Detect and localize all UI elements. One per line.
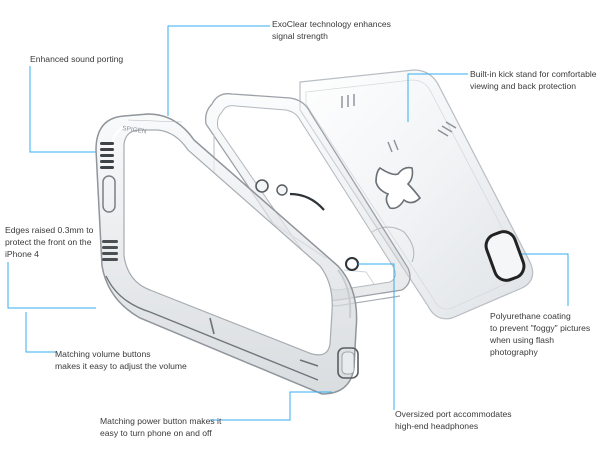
sound-port-grille bbox=[100, 142, 114, 169]
callout-sound-porting: Enhanced sound porting bbox=[30, 54, 124, 64]
power-button bbox=[337, 347, 359, 379]
leader-power-button bbox=[210, 391, 332, 421]
callout-edges-raised: Edges raised 0.3mm to protect the front … bbox=[5, 225, 94, 259]
volume-buttons bbox=[102, 240, 118, 261]
leader-sound-porting bbox=[29, 66, 96, 153]
leader-lines bbox=[7, 25, 569, 421]
callout-kickstand: Built-in kick stand for comfortable view… bbox=[470, 69, 597, 91]
kickstand-cutout bbox=[375, 166, 422, 210]
leader-polyurethane bbox=[522, 253, 569, 306]
leader-edges-raised bbox=[7, 262, 96, 309]
leader-kickstand bbox=[407, 73, 468, 122]
callout-oversized-port: Oversized port accommodates high-end hea… bbox=[395, 409, 512, 431]
camera-ring bbox=[484, 230, 526, 282]
leader-exoclear bbox=[167, 25, 270, 116]
headphone-port bbox=[345, 257, 359, 271]
callout-power-button: Matching power button makes it easy to t… bbox=[100, 416, 222, 438]
callout-volume-buttons: Matching volume buttons makes it easy to… bbox=[55, 349, 187, 371]
bumper-frame: SPIGEN bbox=[95, 113, 359, 395]
camera-openings bbox=[255, 179, 325, 211]
back-plate bbox=[299, 69, 534, 320]
callout-polyurethane: Polyurethane coating to prevent "foggy" … bbox=[490, 311, 591, 357]
leader-volume bbox=[25, 312, 56, 353]
callout-exoclear: ExoClear technology enhances signal stre… bbox=[272, 19, 391, 41]
case-logo: SPIGEN bbox=[122, 125, 148, 135]
leader-oversized-port bbox=[358, 263, 395, 410]
